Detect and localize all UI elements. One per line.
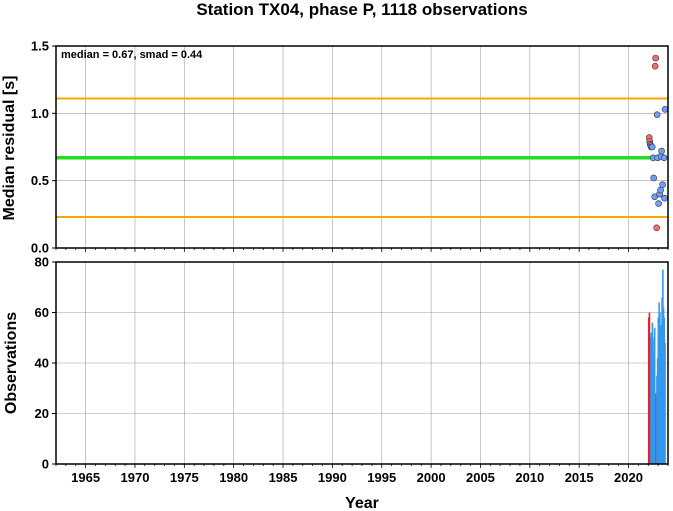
residual-point <box>653 111 661 118</box>
y-tick-label: 80 <box>35 255 49 270</box>
x-tick-label: 2005 <box>466 470 495 485</box>
residual-point <box>651 193 658 201</box>
y-tick-label: 1.5 <box>31 39 49 54</box>
residual-point <box>655 200 662 207</box>
x-tick-label: 1995 <box>367 470 396 485</box>
x-tick-label: 2010 <box>515 470 544 485</box>
observation-bar <box>653 327 656 464</box>
residual-point <box>650 174 657 182</box>
y-tick-label: 60 <box>35 305 49 320</box>
bottom-y-axis-label: Observations <box>3 312 20 414</box>
residual-annotation: median = 0.67, smad = 0.44 <box>61 49 203 61</box>
x-tick-label: 1985 <box>269 470 298 485</box>
x-tick-label: 2015 <box>565 470 594 485</box>
y-tick-label: 0.5 <box>31 173 49 188</box>
residual-point <box>653 224 660 232</box>
y-tick-label: 20 <box>35 406 49 421</box>
x-tick-label: 1965 <box>71 470 100 485</box>
observation-bars <box>647 269 666 464</box>
top-y-axis-label: Median residual [s] <box>1 76 18 221</box>
x-tick-label: 1990 <box>318 470 347 485</box>
y-tick-label: 40 <box>35 356 49 371</box>
reference-lines <box>56 97 668 219</box>
residual-point <box>648 143 656 151</box>
x-axis-label: Year <box>345 495 379 511</box>
x-tick-label: 1980 <box>219 470 248 485</box>
observation-bar <box>664 342 666 464</box>
x-tick-label: 1970 <box>121 470 150 485</box>
residual-points <box>645 54 669 232</box>
residual-point <box>652 54 659 62</box>
bot-grid <box>56 261 668 465</box>
y-tick-label: 0 <box>42 457 49 472</box>
residual-point <box>660 154 668 162</box>
residual-point <box>651 62 659 70</box>
bottom-y-ticks: 0 20 40 60 80 <box>35 255 56 472</box>
residual-point <box>661 194 668 202</box>
residual-point <box>658 147 665 155</box>
y-tick-label: 1.0 <box>31 106 49 121</box>
residual-point <box>659 181 666 189</box>
y-tick-label: 0.0 <box>31 241 49 256</box>
x-tick-label: 2000 <box>417 470 446 485</box>
x-tick-label: 2020 <box>614 470 643 485</box>
residual-point <box>661 105 669 113</box>
x-ticks: 1965 1970 1975 1980 1985 1990 1995 2000 2005 2010… <box>55 248 669 485</box>
x-tick-label: 1975 <box>170 470 199 485</box>
top-y-ticks: 0.0 0.5 1.0 1.5 <box>31 39 56 256</box>
chart-title: Station TX04, phase P, 1118 observations <box>196 0 527 19</box>
